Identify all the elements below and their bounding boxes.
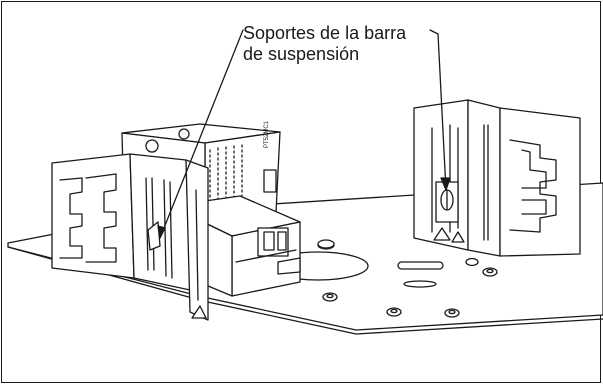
callout-line-2: de suspensión bbox=[243, 44, 360, 64]
left-bar-hanger-bracket bbox=[51, 153, 209, 321]
bar-hanger-bracket-callout: Soportes de la barra de suspensión bbox=[243, 23, 406, 65]
housing-model-label: PT52MC1 bbox=[264, 120, 270, 148]
callout-leaders bbox=[157, 29, 451, 239]
right-bar-hanger-bracket bbox=[413, 99, 581, 257]
callout-line-1: Soportes de la barra bbox=[243, 23, 407, 43]
